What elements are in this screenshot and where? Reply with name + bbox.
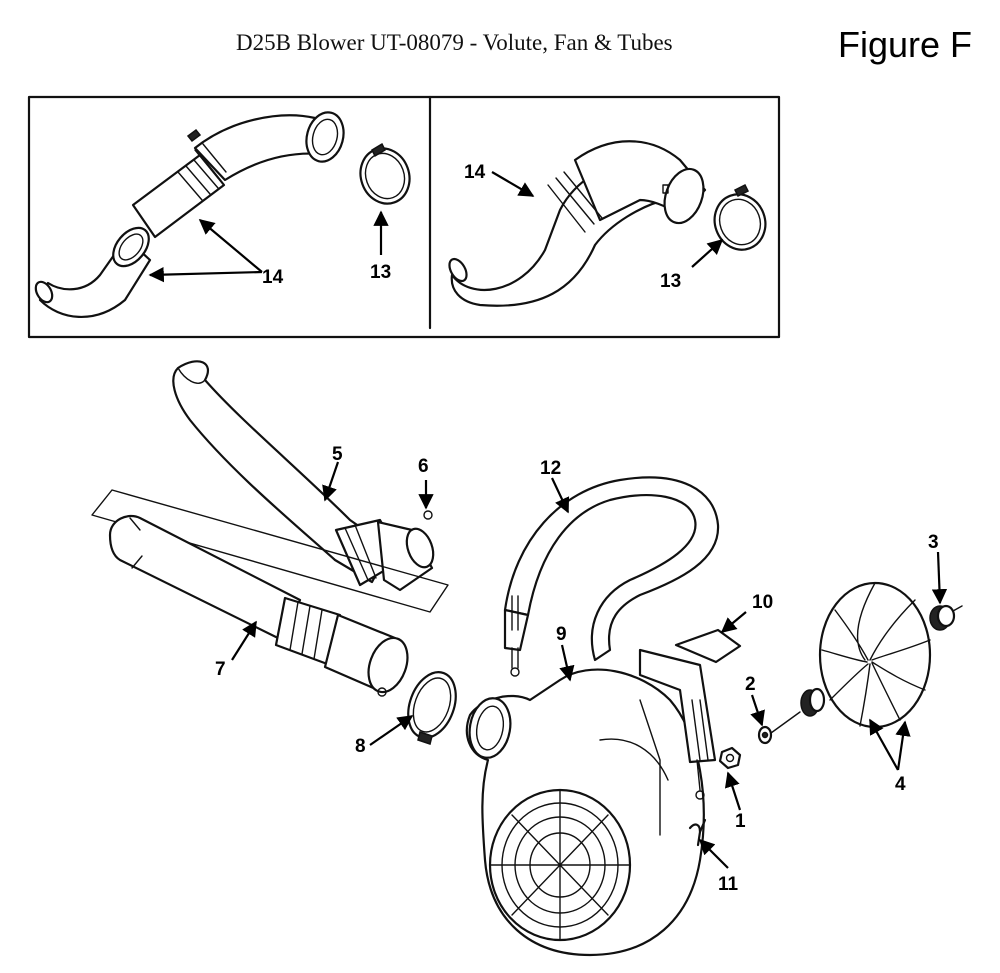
callout-part-8: 8 (355, 736, 366, 757)
inset-left-hose-clamp (359, 142, 411, 205)
callout-arrows-main (231, 461, 948, 869)
callout-14-inset-left: 14 (262, 267, 284, 288)
callout-14-inset-right: 14 (464, 162, 486, 183)
callout-part-9: 9 (556, 624, 567, 645)
part-7-straight-tube (108, 514, 409, 697)
part-9-volute-housing (465, 668, 705, 957)
callout-part-5: 5 (332, 444, 343, 465)
callout-arrow-13b (691, 238, 724, 268)
callout-part-4: 4 (895, 774, 906, 795)
callout-part-11: 11 (718, 874, 739, 895)
part-11-clip (688, 818, 707, 847)
inset-frame (27, 95, 781, 339)
inset-left-tube-assembly (34, 111, 345, 319)
callout-arrow-14b (148, 266, 263, 283)
callout-part-1: 1 (735, 811, 746, 832)
inset-right-tube (448, 140, 707, 307)
part-1-nut (718, 746, 742, 770)
callout-part-12: 12 (540, 458, 561, 479)
callout-part-6: 6 (418, 456, 429, 477)
part-sheet-outline (91, 489, 449, 613)
inset-right-hose-clamp (713, 183, 767, 251)
figure-label: Figure F (838, 24, 973, 65)
callout-13-inset-left: 13 (370, 262, 391, 283)
diagram-title: D25B Blower UT-08079 - Volute, Fan & Tub… (236, 30, 673, 55)
callout-part-10: 10 (752, 592, 773, 613)
part-2-washer (757, 711, 801, 745)
part-8-hose-clamp (407, 671, 457, 745)
callout-arrow-14c (491, 171, 535, 197)
callout-part-3: 3 (928, 532, 939, 553)
callout-arrow-14a (198, 219, 263, 273)
part-5-flex-tube (172, 360, 435, 592)
part-10-label-plate (674, 628, 742, 664)
part-3-cap (929, 604, 963, 631)
part-4-fan-impeller (800, 581, 932, 729)
callout-13-inset-right: 13 (660, 271, 681, 292)
callout-part-7: 7 (215, 659, 226, 680)
part-12-shoulder-strap (503, 476, 720, 800)
callout-part-2: 2 (745, 674, 756, 695)
